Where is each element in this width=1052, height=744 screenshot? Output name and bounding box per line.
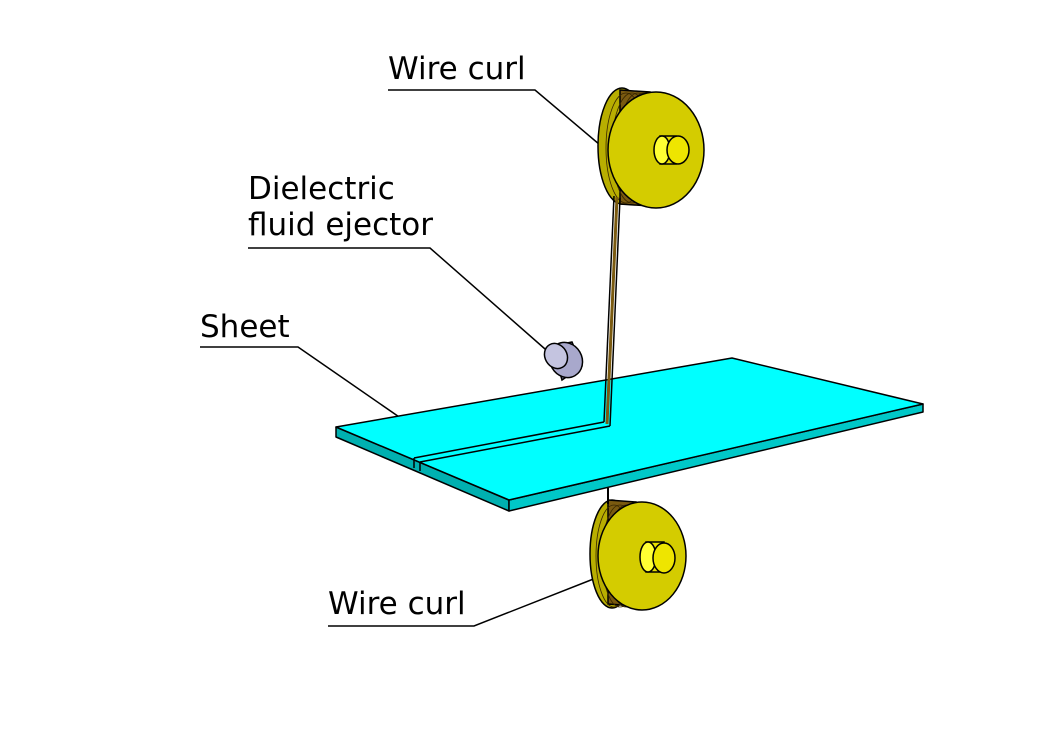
ejector-front-face (543, 342, 569, 370)
dielectric-fluid-ejector (543, 341, 584, 382)
leader-sheet (200, 346, 419, 431)
spool-bottom-hub-front (652, 542, 676, 574)
wire-curl-top-spool (597, 87, 705, 209)
leader-wire-curl-bottom (328, 577, 597, 627)
sheet-cut-kerf (413, 421, 611, 471)
sheet-plate (335, 357, 924, 512)
label-fluid-ejector: fluid ejector (248, 207, 433, 243)
sheet-top-face (335, 357, 924, 501)
wire-upper-segment (603, 195, 621, 427)
label-sheet: Sheet (200, 309, 290, 345)
label-dielectric: Dielectric (248, 171, 395, 207)
leader-lines (200, 89, 607, 627)
leader-wire-curl-top (388, 89, 607, 151)
label-wire-curl-top: Wire curl (388, 51, 526, 87)
label-wire-curl-bottom: Wire curl (328, 586, 466, 622)
spool-top-hub-front (666, 135, 690, 165)
leader-fluid-ejector (248, 247, 554, 357)
wire-curl-bottom-spool (589, 499, 687, 611)
